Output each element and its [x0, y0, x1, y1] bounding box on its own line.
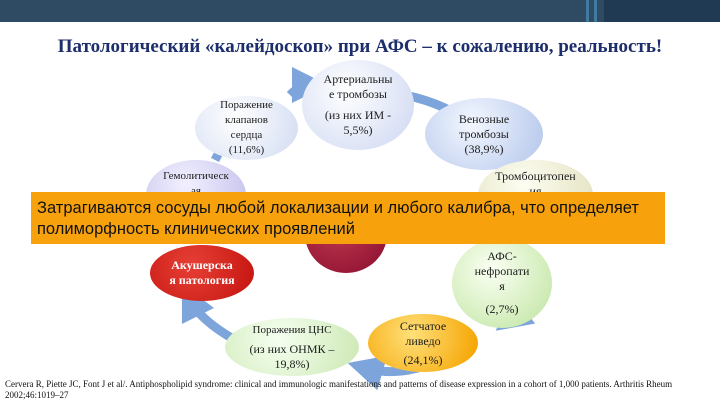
obstetric-pathology-node: Акушерска я патология: [150, 245, 254, 301]
arrow: [181, 283, 238, 344]
node-detail: (2,7%): [485, 302, 519, 316]
valve-lesion-node: Поражение клапанов сердца (11,6%): [195, 96, 298, 160]
node-label: Венозные тромбозы (38,9%): [458, 111, 510, 156]
arterial-thrombosis-node: Артериальны е тромбозы (из них ИМ - 5,5%…: [302, 60, 414, 150]
node-detail: (24,1%): [403, 352, 443, 367]
top-bar: [0, 0, 720, 22]
node-detail: (из них ИМ - 5,5%): [324, 108, 392, 137]
top-bar-block: [604, 0, 720, 22]
node-detail: (из них ОНМК – 19,8%): [249, 341, 335, 371]
cns-lesion-node: Поражения ЦНС (из них ОНМК – 19,8%): [225, 318, 359, 376]
node-label: Сетчатое ливедо: [399, 318, 447, 348]
node-label: АФС- нефропати я: [474, 249, 530, 293]
node-label: Поражения ЦНС: [252, 323, 332, 336]
top-bar-stripe: [586, 0, 589, 22]
slide-title: Патологический «калейдоскоп» при АФС – к…: [57, 36, 663, 57]
key-message-banner: Затрагиваются сосуды любой локализации и…: [31, 192, 665, 244]
node-label: Поражение клапанов сердца (11,6%): [220, 99, 273, 156]
node-label: Артериальны е тромбозы: [323, 72, 393, 101]
node-label: Тромбоцитопен ия: [495, 169, 576, 198]
citation: Cervera R, Piette JC, Font J et al/. Ant…: [5, 379, 673, 400]
venous-thrombosis-node: Венозные тромбозы (38,9%): [425, 98, 543, 170]
top-bar-stripe: [594, 0, 597, 22]
aps-nephropathy-node: АФС- нефропати я (2,7%): [452, 238, 552, 328]
node-label: Акушерска я патология: [169, 258, 235, 287]
node-label: Гемолитическ ая: [163, 170, 229, 197]
livedo-node: Сетчатое ливедо (24,1%): [368, 314, 478, 372]
